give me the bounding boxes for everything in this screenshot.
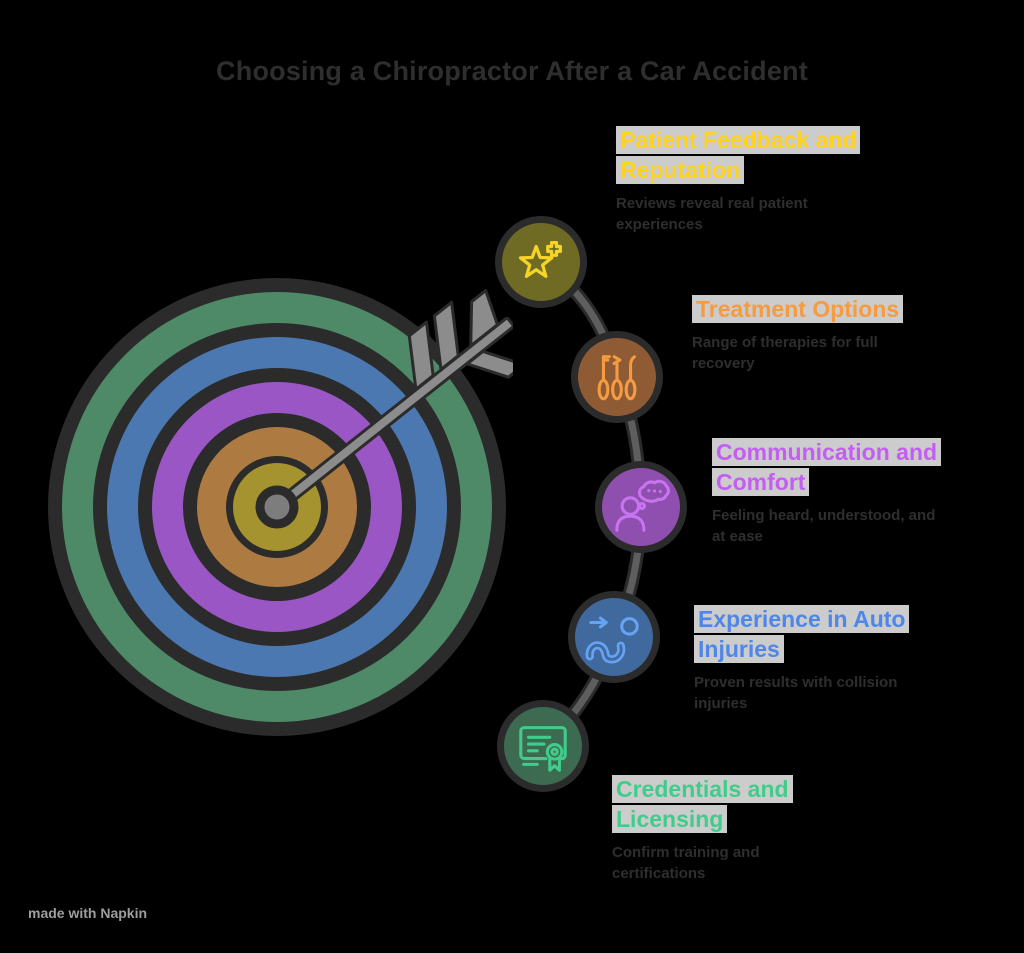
- watermark: made with Napkin: [28, 905, 148, 921]
- arrow-feather: [432, 300, 460, 371]
- section-communication-comfort: Communication and Comfort Feeling heard,…: [712, 438, 952, 547]
- arrow-impact-dot: [255, 485, 299, 529]
- node-credentials-licensing: [497, 700, 589, 792]
- arrow-icon: [271, 289, 513, 514]
- node-communication-comfort: [595, 461, 687, 553]
- section-description: Proven results with collision injuries: [694, 673, 898, 712]
- section-patient-feedback: Patient Feedback and Reputation Reviews …: [616, 126, 868, 235]
- page-title: Choosing a Chiropractor After a Car Acci…: [216, 56, 808, 86]
- section-experience-auto-injuries: Experience in Auto Injuries Proven resul…: [694, 605, 929, 714]
- section-title: Communication and Comfort: [712, 438, 942, 496]
- section-description: Range of therapies for full recovery: [692, 333, 878, 372]
- winding-path-icon: [585, 616, 639, 664]
- arrow-feather: [465, 349, 513, 379]
- star-plus-icon: [518, 241, 562, 278]
- bullseye-target: [48, 278, 513, 736]
- section-treatment-options: Treatment Options Range of therapies for…: [692, 295, 927, 374]
- section-title: Patient Feedback and Reputation: [616, 126, 861, 184]
- section-title: Credentials and Licensing: [612, 775, 793, 833]
- arrow-feather: [407, 320, 435, 391]
- section-title: Experience in Auto Injuries: [694, 605, 910, 663]
- person-thought-icon: [615, 479, 670, 532]
- section-credentials-licensing: Credentials and Licensing Confirm traini…: [612, 775, 847, 884]
- section-title: Treatment Options: [692, 295, 904, 323]
- node-patient-feedback: [495, 216, 587, 308]
- section-description: Feeling heard, understood, and at ease: [712, 506, 936, 545]
- node-treatment-options: [571, 331, 663, 423]
- node-experience-auto-injuries: [568, 591, 660, 683]
- section-description: Reviews reveal real patient experiences: [616, 194, 808, 233]
- certificate-icon: [519, 726, 567, 772]
- section-description: Confirm training and certifications: [612, 843, 760, 882]
- treatment-tools-icon: [597, 355, 637, 401]
- arrow-feather: [469, 289, 499, 348]
